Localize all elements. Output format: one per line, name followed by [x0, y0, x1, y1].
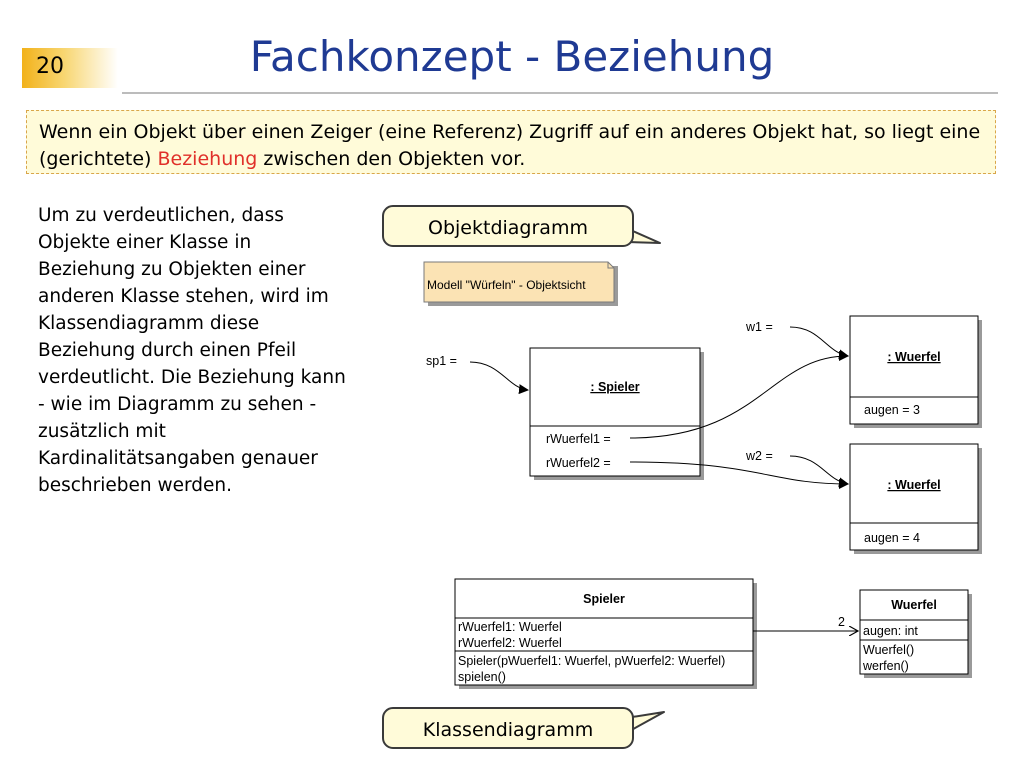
callout-object-diagram: Objektdiagramm: [382, 205, 634, 247]
spieler-object: : Spieler rWuerfel1 = rWuerfel2 =: [529, 347, 704, 480]
spieler-class-name: Spieler: [583, 592, 625, 606]
wuerfel-object-2: : Wuerfel augen = 4: [849, 443, 982, 554]
wuerfel-class-name: Wuerfel: [891, 598, 937, 612]
wuerfel-class-op-constructor: Wuerfel(): [863, 643, 914, 657]
callout-object-diagram-label: Objektdiagramm: [428, 217, 588, 239]
spieler-object-attr-rwuerfel1: rWuerfel1 =: [546, 432, 611, 446]
wuerfel-object-1-attr: augen = 3: [864, 403, 920, 417]
wuerfel-object-1: : Wuerfel augen = 3: [849, 315, 982, 428]
definition-highlight: Beziehung: [157, 148, 258, 170]
objektsicht-note-text: Modell "Würfeln" - Objektsicht: [427, 278, 586, 292]
rwuerfel1-link-arrow: [629, 351, 849, 439]
ref-sp1-label: sp1 =: [426, 354, 457, 368]
wuerfel-object-1-name: : Wuerfel: [887, 350, 940, 364]
wuerfel-class-attr-augen: augen: int: [863, 624, 918, 638]
definition-text: Wenn ein Objekt über einen Zeiger (eine …: [39, 119, 989, 173]
rwuerfel2-link-arrow: [629, 461, 849, 489]
definition-box: Wenn ein Objekt über einen Zeiger (eine …: [26, 110, 996, 174]
sp1-reference-arrow: [469, 361, 529, 395]
callout-class-diagram-label: Klassendiagramm: [422, 719, 594, 741]
wuerfel-class: Wuerfel augen: int Wuerfel() werfen(): [859, 589, 972, 678]
slide-number-badge: 20: [22, 48, 118, 88]
definition-text-start: Wenn ein Objekt über einen Zeiger (eine …: [39, 121, 981, 170]
spieler-class-attr-rwuerfel2: rWuerfel2: Wuerfel: [458, 636, 562, 650]
spieler-class-op-constructor: Spieler(pWuerfel1: Wuerfel, pWuerfel2: W…: [458, 654, 725, 668]
w2-reference-arrow: [789, 455, 849, 488]
association-multiplicity: 2: [838, 615, 845, 629]
spieler-class: Spieler rWuerfel1: Wuerfel rWuerfel2: Wu…: [454, 578, 757, 689]
callout-class-diagram: Klassendiagramm: [382, 707, 634, 749]
w1-reference-arrow: [789, 326, 849, 360]
wuerfel-class-op-werfen: werfen(): [862, 659, 909, 673]
spieler-object-attr-rwuerfel2: rWuerfel2 =: [546, 456, 611, 470]
definition-text-end: zwischen den Objekten vor.: [257, 148, 526, 170]
spieler-class-attr-rwuerfel1: rWuerfel1: Wuerfel: [458, 620, 562, 634]
ref-w1-label: w1 =: [745, 320, 773, 334]
slide-title: Fachkonzept - Beziehung: [249, 32, 775, 81]
objektsicht-note: Modell "Würfeln" - Objektsicht: [423, 261, 618, 306]
spieler-class-op-spielen: spielen(): [458, 670, 506, 684]
explanation-text: Um zu verdeutlichen, dass Objekte einer …: [38, 205, 346, 496]
wuerfel-object-2-name: : Wuerfel: [887, 478, 940, 492]
wuerfel-object-2-attr: augen = 4: [864, 531, 920, 545]
slide-number: 20: [36, 54, 64, 79]
title-divider: [122, 92, 998, 94]
spieler-object-name: : Spieler: [590, 380, 639, 394]
ref-w2-label: w2 =: [745, 449, 773, 463]
